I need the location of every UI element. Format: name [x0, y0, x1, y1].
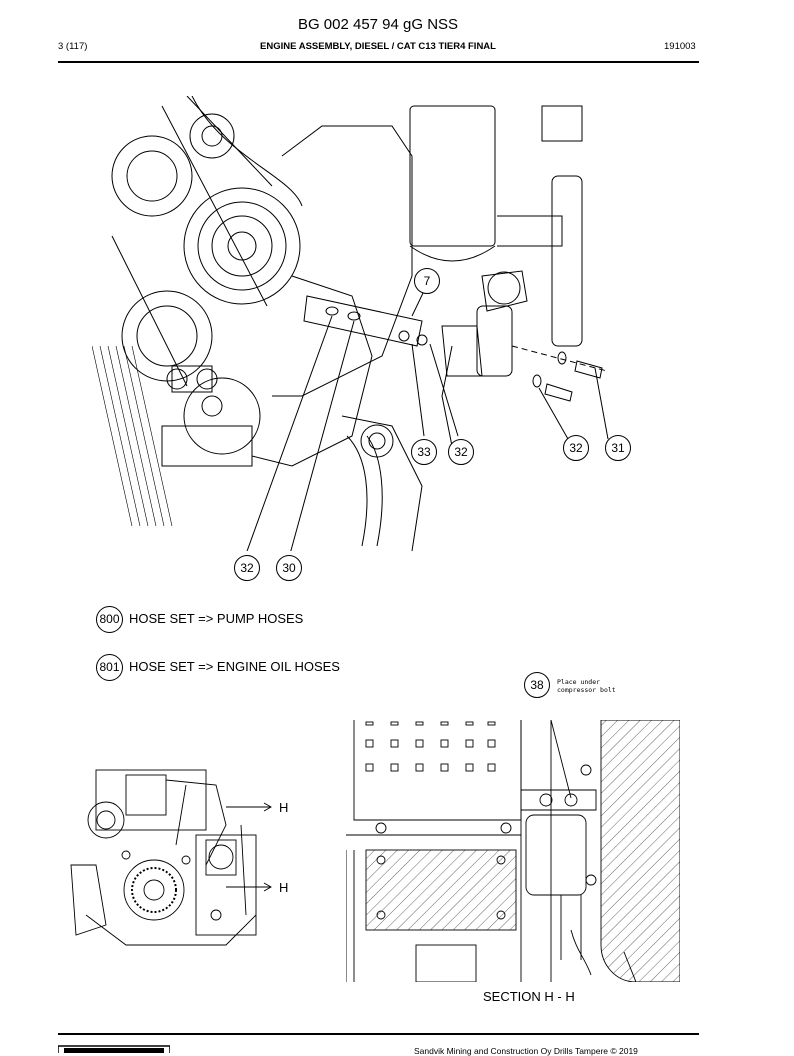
engine-assembly-drawing — [92, 96, 609, 551]
callout-balloon: 7 — [414, 268, 440, 294]
header-rule — [58, 61, 699, 63]
engine-overview-drawing — [70, 769, 272, 946]
section-detail-drawing — [346, 720, 680, 982]
section-marker-label: H — [279, 800, 289, 815]
section-marker-label: H — [279, 880, 289, 895]
callout-balloon: 31 — [605, 435, 631, 461]
callout-balloon-section: 38 — [524, 672, 550, 698]
callout-balloon: 32 — [448, 439, 474, 465]
page-number: 3 (117) — [58, 41, 88, 52]
page-title: ENGINE ASSEMBLY, DIESEL / CAT C13 TIER4 … — [260, 41, 496, 52]
callout-balloon: 32 — [234, 555, 260, 581]
section-label: SECTION H - H — [483, 989, 575, 1004]
callout-balloon: 30 — [276, 555, 302, 581]
sandvik-logo — [58, 1045, 170, 1053]
callout-balloon: 33 — [411, 439, 437, 465]
hose-set-text: HOSE SET => ENGINE OIL HOSES — [129, 658, 340, 674]
hose-set-text: HOSE SET => PUMP HOSES — [129, 610, 304, 626]
placement-note: Place under compressor bolt — [557, 678, 616, 694]
footer-rule — [58, 1033, 699, 1035]
footer-copyright: Sandvik Mining and Construction Oy Drill… — [414, 1046, 638, 1056]
hose-set-ref: 800 — [96, 606, 123, 633]
document-number: BG 002 457 94 gG NSS — [297, 16, 459, 33]
hose-set-ref: 801 — [96, 654, 123, 681]
hose-set-engine-oil: 801 HOSE SET => ENGINE OIL HOSES — [96, 654, 340, 681]
hose-set-pump: 800 HOSE SET => PUMP HOSES — [96, 606, 303, 633]
callout-balloon: 32 — [563, 435, 589, 461]
revision-code: 191003 — [664, 41, 696, 52]
